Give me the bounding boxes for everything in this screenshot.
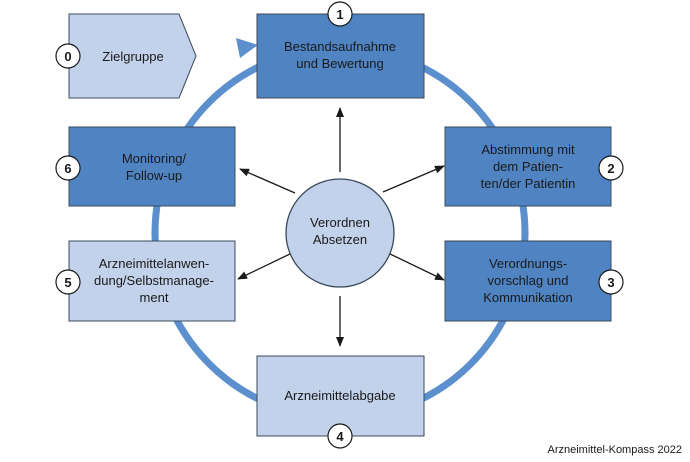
step-6-node: Monitoring/ Follow-up 6 bbox=[55, 126, 236, 207]
cycle-arrow-icon bbox=[236, 38, 258, 58]
step-2-number: 2 bbox=[607, 161, 614, 176]
step-3-number: 3 bbox=[607, 275, 614, 290]
step-1-number: 1 bbox=[336, 7, 343, 22]
step-5-line-2: dung/Selbstmanage- bbox=[94, 273, 214, 288]
target-group-number: 0 bbox=[64, 49, 71, 64]
step-1-node: Bestandsaufnahme und Bewertung 1 bbox=[256, 1, 425, 99]
center-line-2: Absetzen bbox=[313, 232, 367, 247]
center-node: Verordnen Absetzen bbox=[285, 178, 395, 288]
arrow-to-step-6 bbox=[239, 168, 296, 194]
step-4-line-1: Arzneimittelabgabe bbox=[284, 388, 395, 403]
step-3-node: Verordnungs- vorschlag und Kommunikation… bbox=[444, 240, 624, 322]
step-2-node: Abstimmung mit dem Patien- ten/der Patie… bbox=[444, 126, 624, 207]
step-1-line-2: und Bewertung bbox=[296, 56, 383, 71]
step-1-line-1: Bestandsaufnahme bbox=[284, 39, 396, 54]
step-4-number: 4 bbox=[336, 429, 344, 444]
center-arrows bbox=[237, 107, 445, 347]
target-group-node: 0 Zielgruppe bbox=[55, 13, 197, 99]
step-5-node: Arzneimittelanwen- dung/Selbstmanage- me… bbox=[55, 240, 236, 322]
source-credit: Arzneimittel-Kompass 2022 bbox=[547, 444, 682, 456]
center-line-1: Verordnen bbox=[310, 215, 370, 230]
step-6-line-2: Follow-up bbox=[126, 168, 182, 183]
arrow-to-step-5 bbox=[237, 251, 295, 280]
step-5-line-1: Arzneimittelanwen- bbox=[99, 256, 210, 271]
step-3-line-3: Kommunikation bbox=[483, 290, 573, 305]
target-group-label: Zielgruppe bbox=[102, 49, 163, 64]
step-3-line-2: vorschlag und bbox=[488, 273, 569, 288]
step-2-line-1: Abstimmung mit bbox=[481, 142, 575, 157]
step-5-number: 5 bbox=[64, 275, 71, 290]
arrow-to-step-2 bbox=[382, 165, 445, 193]
step-6-line-1: Monitoring/ bbox=[122, 151, 187, 166]
step-4-node: Arzneimittelabgabe 4 bbox=[256, 355, 425, 449]
arrow-to-step-3 bbox=[385, 251, 445, 281]
step-2-line-2: dem Patien- bbox=[493, 159, 563, 174]
step-3-line-1: Verordnungs- bbox=[489, 256, 567, 271]
step-6-number: 6 bbox=[64, 161, 71, 176]
step-5-line-3: ment bbox=[140, 290, 169, 305]
step-2-line-3: ten/der Patientin bbox=[481, 176, 576, 191]
